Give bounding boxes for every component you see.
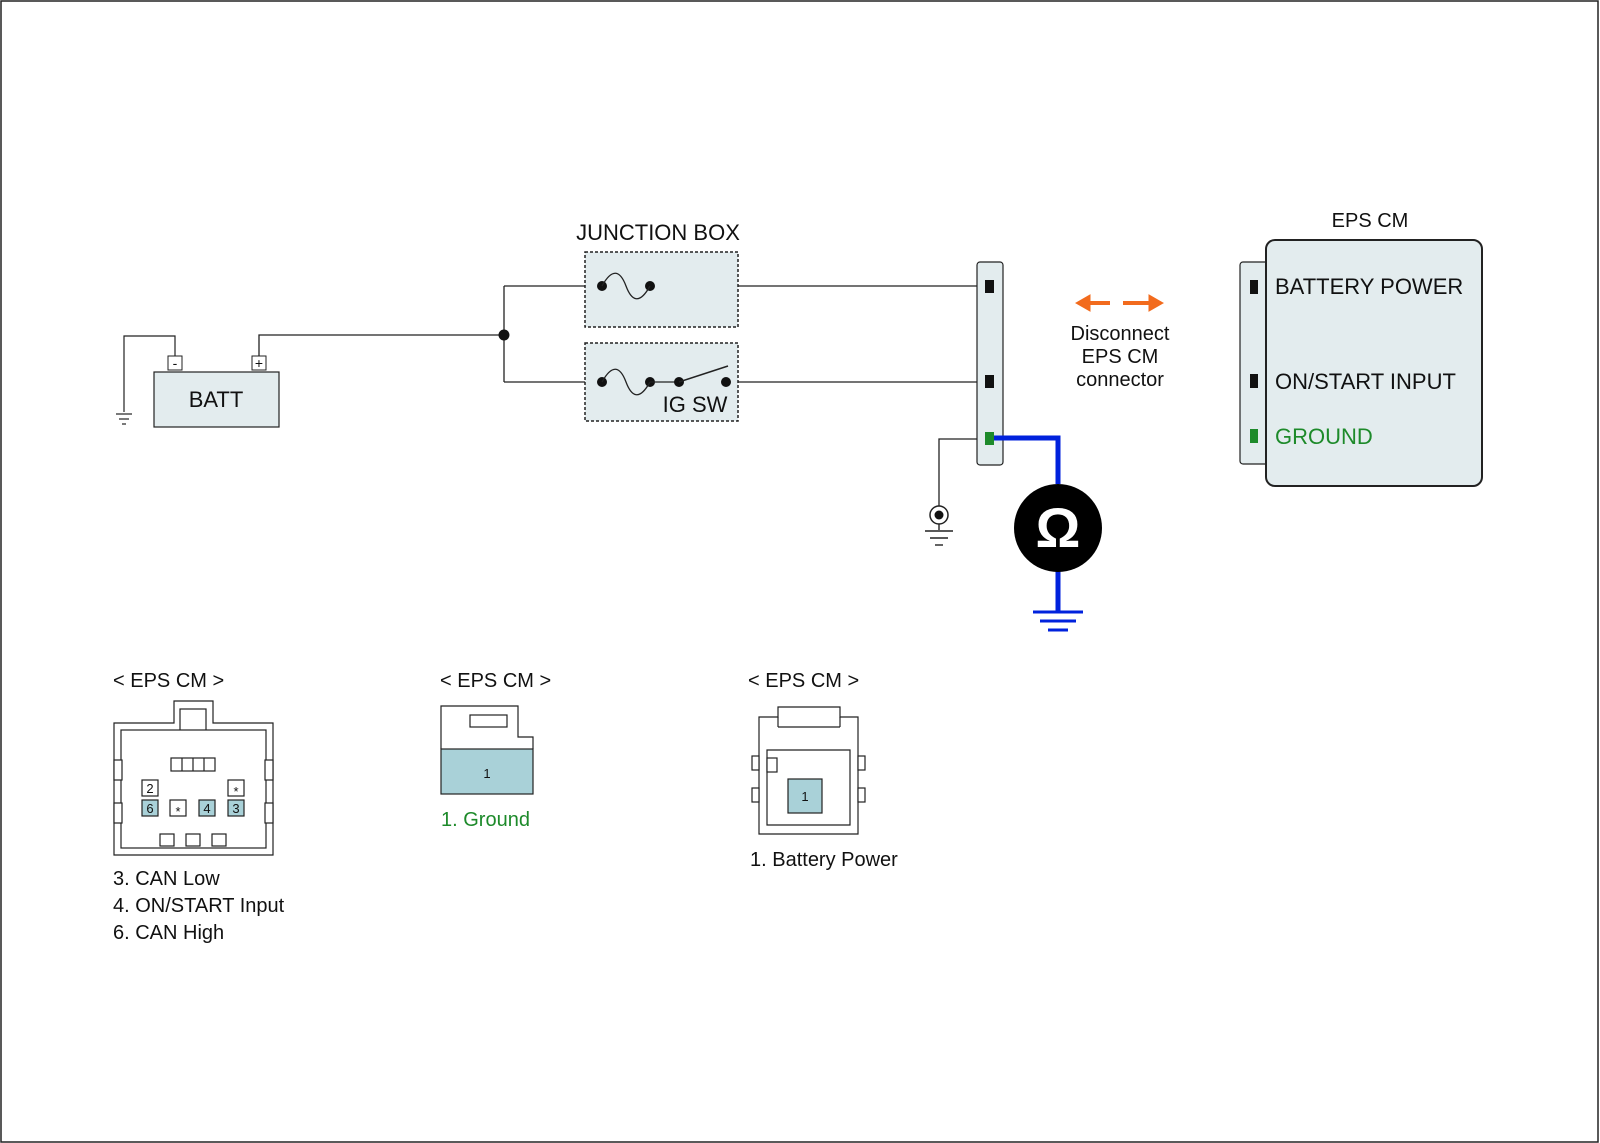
fuse-icon [601,368,651,396]
module-pin-ground: GROUND [1275,424,1373,449]
connector-1-title: < EPS CM > [113,670,224,692]
battery-ground-icon [116,335,176,425]
connector-1-legend-item: 4. ON/START Input [113,895,285,917]
measurement-lead [994,435,1061,612]
eps-cm-module [1239,239,1483,487]
connector-3-face [751,706,866,835]
connector-3-title: < EPS CM > [748,670,859,692]
ignition-switch-icon [678,365,729,383]
connector-1-pin: 6 [146,801,153,816]
connector-1-pin: * [233,784,238,799]
module-pin-battery-power: BATTERY POWER [1275,274,1463,299]
fuse-icon [601,272,651,300]
connector-2-face [440,705,534,795]
connector-1-pin: 2 [146,781,153,796]
signal-ground-icon [925,505,953,546]
connector-3-pin: 1 [801,789,808,804]
fuse-box-lower: IG SW [584,342,739,422]
ohm-symbol: Ω [1036,496,1081,559]
connector-1-pin: * [175,804,180,819]
battery-label: BATT [189,387,244,412]
connector-2-legend-item: 1. Ground [441,809,530,831]
chassis-ground-icon [1033,610,1083,632]
action-text-line2: EPS CM [1082,346,1159,368]
action-text-line1: Disconnect [1071,323,1170,345]
battery-pos-label: + [255,355,263,371]
ohmmeter-icon [1014,484,1102,572]
junction-box-title: JUNCTION BOX [576,220,740,245]
connector-1-face [113,700,274,856]
connector-2-pin: 1 [483,766,490,781]
ig-switch-label: IG SW [663,392,728,417]
connector-1-pin: 3 [232,801,239,816]
fuse-box-upper [584,251,739,328]
splice-point [498,329,510,341]
harness-connector [976,261,1004,466]
connector-2-title: < EPS CM > [440,670,551,692]
battery-neg-label: - [173,355,178,371]
disconnect-arrows-icon [1074,294,1165,312]
connector-3-legend-item: 1. Battery Power [750,849,898,871]
connector-1-pin: 4 [203,801,210,816]
action-text-line3: connector [1076,369,1164,391]
battery: - + BATT [153,355,280,428]
module-pin-on-start-input: ON/START INPUT [1275,369,1456,394]
module-title: EPS CM [1332,210,1409,232]
connector-1-legend-item: 6. CAN High [113,922,224,944]
connector-1-legend-item: 3. CAN Low [113,868,220,890]
